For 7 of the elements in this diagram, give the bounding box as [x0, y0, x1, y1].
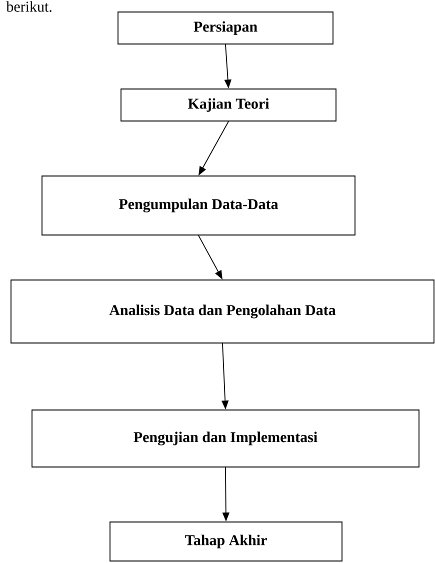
process-box: Persiapan [118, 12, 334, 44]
process-box: Tahap Akhir [110, 522, 342, 562]
process-box: Kajian Teori [120, 88, 336, 122]
process-box: Pengumpulan Data-Data [42, 176, 356, 236]
process-box: Analisis Data dan Pengolahan Data [10, 280, 434, 344]
process-box: Pengujian dan Implementasi [32, 410, 420, 468]
intro-text: berikut. [6, 1, 52, 12]
